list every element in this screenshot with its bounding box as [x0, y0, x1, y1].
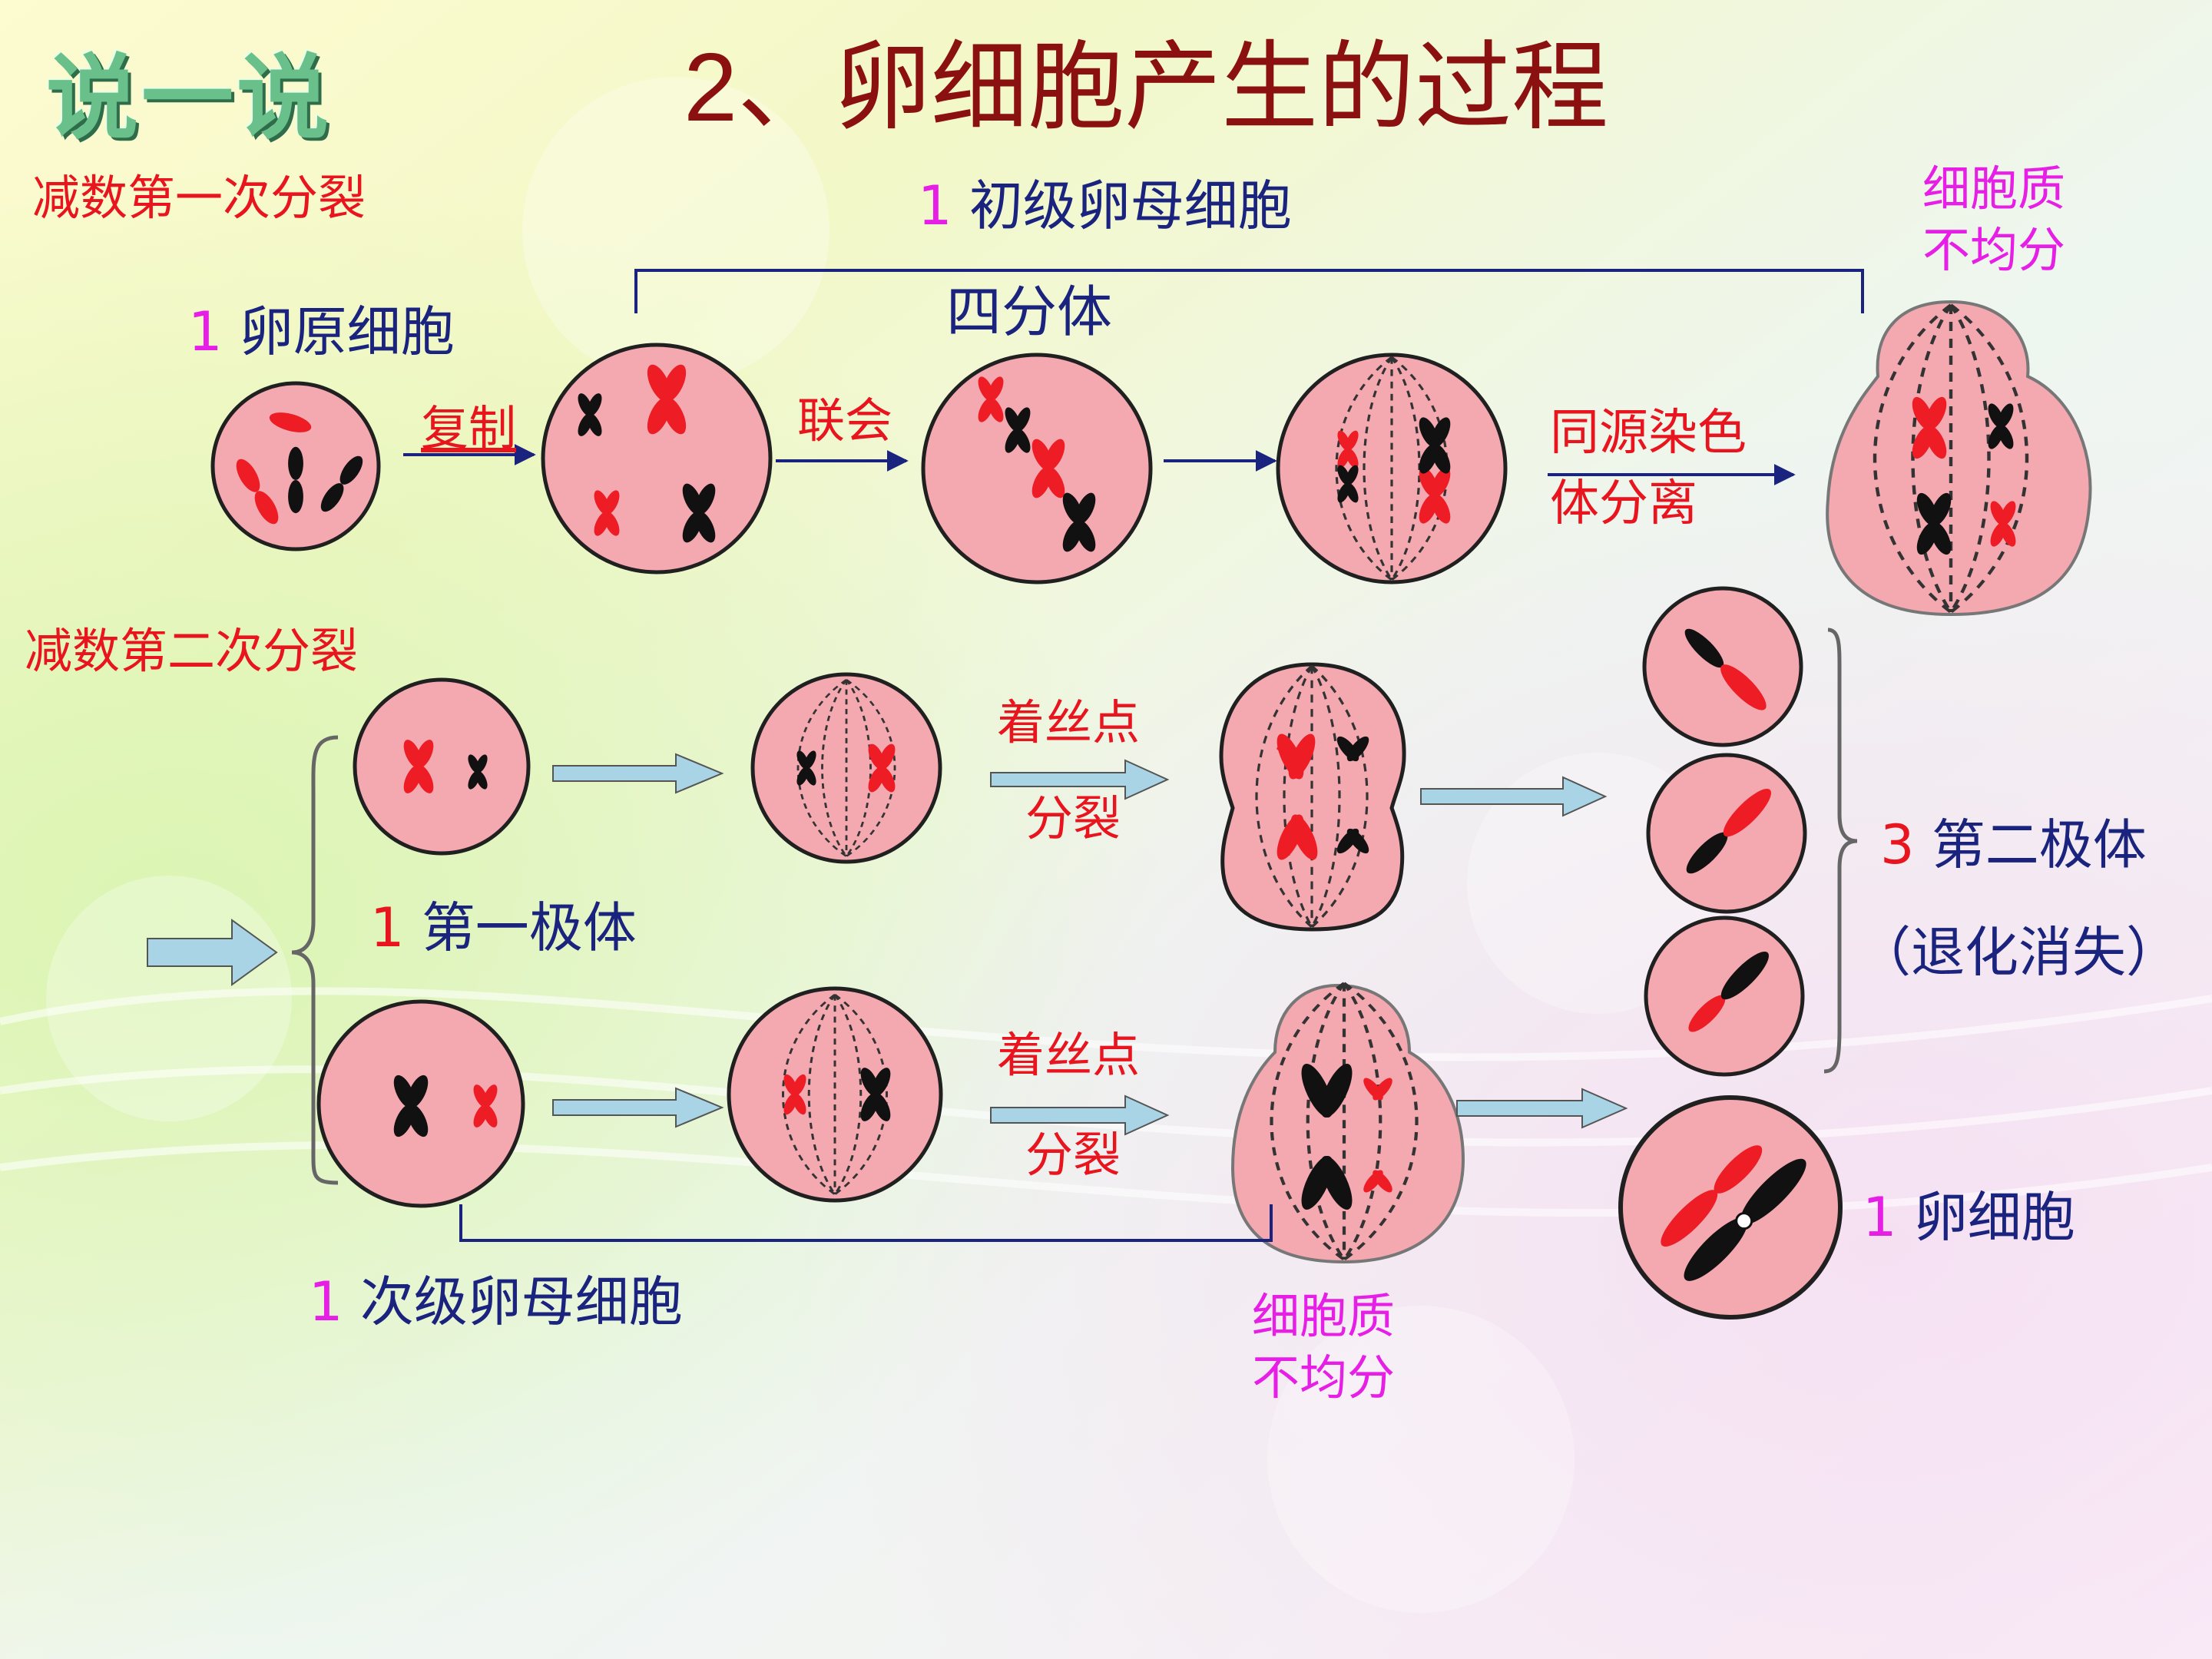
cell-first-polar-body: [353, 677, 531, 856]
note-centromere-b-1: 着丝点: [997, 1027, 1141, 1083]
label-primary-oocyte-text: 初级卵母细胞: [969, 174, 1292, 237]
label-first-polar-body-num: 1: [370, 896, 405, 959]
cell-replicated: [541, 343, 773, 575]
note-centromere-a-1: 着丝点: [997, 694, 1141, 750]
cell-second-polar-body-1: [1642, 586, 1803, 747]
label-egg-text: 卵细胞: [1913, 1186, 2075, 1249]
cell-secondary-oocyte-metaphase-2: [727, 986, 943, 1203]
label-oogonium-num: 1: [188, 300, 223, 363]
note-synapsis: 联会: [797, 392, 893, 449]
bracket-secondary-oocyte: [459, 1204, 1273, 1242]
note-homolog-separation-1: 同源染色: [1550, 405, 1747, 462]
arrow-pb-result: [1420, 776, 1608, 817]
note-unequal-bottom-2: 不均分: [1252, 1349, 1396, 1406]
label-secondary-oocyte-num: 1: [309, 1270, 343, 1333]
label-second-polar-body-text: 第二极体: [1931, 813, 2147, 876]
label-secondary-oocyte-text: 次级卵母细胞: [359, 1270, 683, 1333]
label-second-polar-body: 3 第二极体: [1880, 814, 2147, 876]
cell-egg: [1618, 1095, 1843, 1320]
cell-second-polar-body-3: [1644, 916, 1805, 1077]
label-primary-oocyte: 1 初级卵母细胞: [918, 175, 1292, 237]
cell-polar-body-metaphase-2: [750, 672, 942, 864]
label-first-polar-body-text: 第一极体: [421, 896, 637, 959]
cell-second-polar-body-2: [1646, 753, 1807, 914]
arrow-so-anaphase: [990, 1094, 1170, 1136]
page-title: 2、卵细胞产生的过程: [684, 33, 1609, 141]
label-primary-oocyte-num: 1: [918, 174, 952, 237]
brace-right: [1823, 628, 1858, 1074]
label-second-polar-body-num: 3: [1880, 813, 1915, 876]
note-unequal-top-1: 细胞质: [1922, 161, 2066, 217]
logo-text: 说一说: [46, 44, 332, 152]
cell-polar-body-anaphase-2: [1219, 662, 1406, 932]
label-egg: 1 卵细胞: [1863, 1187, 2075, 1249]
label-first-polar-body: 1 第一极体: [370, 897, 637, 959]
arrow-pb-meta: [552, 753, 724, 794]
label-oogonium: 1 卵原细胞: [188, 301, 455, 363]
logo-speak: 说一说: [46, 23, 332, 157]
label-secondary-oocyte: 1 次级卵母细胞: [309, 1271, 683, 1333]
label-egg-num: 1: [1863, 1186, 1897, 1249]
note-centromere-a-2: 分裂: [1025, 790, 1121, 846]
cell-metaphase-1: [1276, 353, 1508, 584]
arrow-so-meta: [552, 1087, 724, 1128]
cell-oogonium: [210, 381, 381, 551]
label-tetrad: 四分体: [946, 280, 1113, 344]
cell-anaphase-1: [1826, 300, 2092, 617]
brace-left: [291, 735, 339, 1185]
bracket-primary-oocyte: [634, 269, 1864, 313]
label-oogonium-text: 卵原细胞: [239, 300, 455, 363]
cell-secondary-oocyte-anaphase-2: [1230, 983, 1465, 1264]
arrow-into-meiosis2: [147, 919, 278, 986]
section-meiosis-2: 减数第二次分裂: [25, 623, 359, 679]
note-unequal-top-2: 不均分: [1922, 222, 2066, 278]
cell-tetrad: [921, 353, 1153, 584]
section-meiosis-1: 减数第一次分裂: [32, 170, 366, 226]
note-homolog-separation-2: 体分离: [1550, 475, 1697, 532]
note-centromere-b-2: 分裂: [1025, 1127, 1121, 1183]
note-unequal-bottom-1: 细胞质: [1252, 1288, 1396, 1344]
arrow-so-result: [1456, 1088, 1628, 1129]
label-degenerate: （退化消失）: [1857, 921, 2180, 984]
note-replicate: 复制: [421, 400, 517, 456]
arrow-pb-anaphase: [990, 759, 1170, 800]
cell-secondary-oocyte: [316, 999, 525, 1208]
